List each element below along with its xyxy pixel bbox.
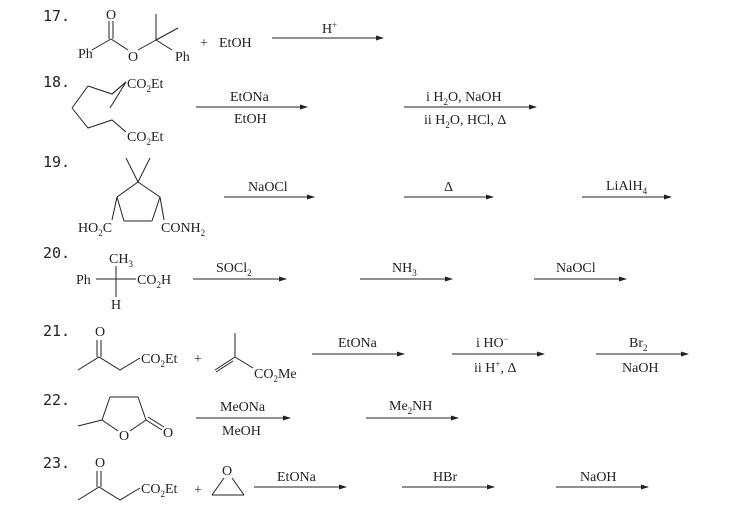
carbonyl-oxygen: O	[106, 8, 116, 23]
arrow-label-above: NaOCl	[556, 261, 596, 276]
arrow-label-above: HBr	[433, 470, 457, 485]
ring-oxygen: O	[119, 429, 129, 444]
phenyl-group: Ph	[76, 273, 91, 288]
carboxyl-group: CO2H	[137, 273, 171, 290]
plus-sign: +	[194, 483, 202, 498]
arrow-label-below: NaOH	[622, 361, 659, 376]
ethyl-acetoacetate-structure: O CO2Et	[77, 456, 178, 501]
ester-oxygen: O	[128, 50, 138, 65]
reaction-number: 19.	[43, 153, 70, 171]
arrow-label-below: ii H+, Δ	[474, 359, 516, 376]
ethyl-acetoacetate-structure: O CO2Et	[77, 325, 178, 371]
diethyl-pimelate-structure: CO2Et CO2Et	[71, 77, 164, 147]
ester-group-bottom: CO2Et	[127, 130, 164, 147]
methyl-group: CH3	[109, 252, 133, 269]
ester-group-top: CO2Et	[127, 77, 164, 94]
cyclopentane-acid-amide-structure: HO2C CONH2	[78, 157, 205, 238]
arrow-label-above: NH3	[392, 261, 417, 278]
ethyl-ester-group: CO2Et	[141, 352, 178, 369]
gamma-valerolactone-structure: O O	[77, 396, 173, 444]
epoxide-oxygen: O	[222, 464, 232, 479]
arrow-label-below: ii H2O, HCl, Δ	[424, 113, 506, 130]
plus-sign: +	[194, 352, 202, 367]
methyl-methacrylate-structure: CO2Me	[214, 333, 297, 384]
reaction-19: 19. HO2C CONH2 NaOCl Δ LiAlH4	[43, 153, 672, 238]
amide-group: CONH2	[161, 221, 205, 238]
arrow-label-above: EtONa	[338, 336, 378, 351]
methyl-ester-group: CO2Me	[254, 367, 297, 384]
plus-sign: +	[200, 36, 208, 51]
arrow-label-above: EtONa	[230, 90, 270, 105]
arrow-label-above: Me2NH	[389, 399, 432, 416]
carbonyl-oxygen: O	[163, 426, 173, 441]
arrow-label-above: Br2	[629, 336, 648, 353]
reagent-ethanol: EtOH	[219, 36, 252, 51]
phenyl-right: Ph	[175, 50, 190, 65]
arrow-label-above: NaOCl	[248, 180, 288, 195]
reaction-20: 20. CH3 Ph CO2H H SOCl2 NH3 NaOCl	[43, 244, 627, 313]
reaction-number: 18.	[43, 73, 70, 91]
arrow-label-above: NaOH	[580, 470, 617, 485]
hydrogen-atom: H	[111, 298, 121, 313]
reaction-18: 18. CO2Et CO2Et EtONa EtOH i H2O, NaOH i…	[43, 73, 537, 147]
arrow-label-above: i HO−	[476, 334, 509, 351]
keto-oxygen: O	[95, 456, 105, 471]
ethylene-oxide-structure: O	[211, 464, 245, 496]
reaction-number: 17.	[43, 7, 70, 25]
carboxylic-acid-group: HO2C	[78, 221, 112, 238]
arrow-label-above: SOCl2	[216, 261, 252, 278]
tert-alkyl-benzoate-structure: O Ph O Ph	[78, 8, 190, 65]
arrow-label-below: MeOH	[222, 424, 261, 439]
arrow-label-above: H+	[322, 20, 337, 37]
arrow-label-above: EtONa	[277, 470, 317, 485]
keto-oxygen: O	[95, 325, 105, 340]
reaction-number: 21.	[43, 322, 70, 340]
ethyl-ester-group: CO2Et	[141, 482, 178, 499]
arrow-label-above: Δ	[444, 180, 453, 195]
reaction-number: 23.	[43, 454, 70, 472]
arrow-label-above: i H2O, NaOH	[426, 90, 502, 107]
arrow-label-below: EtOH	[234, 112, 267, 127]
reaction-22: 22. O O MeONa MeOH Me2NH	[43, 391, 459, 444]
arrow-label-above: LiAlH4	[606, 179, 648, 196]
phenyl-left: Ph	[78, 47, 93, 62]
reaction-23: 23. O CO2Et + O EtONa HBr NaOH	[43, 454, 649, 501]
reaction-number: 20.	[43, 244, 70, 262]
reaction-21: 21. O CO2Et + CO2Me EtONa i HO− ii H+, Δ…	[43, 322, 689, 384]
2-phenylpropanoic-acid-structure: CH3 Ph CO2H H	[76, 252, 171, 313]
reaction-17: 17. O Ph O Ph + EtOH H+	[43, 7, 384, 65]
arrow-label-above: MeONa	[220, 400, 266, 415]
reaction-number: 22.	[43, 391, 70, 409]
